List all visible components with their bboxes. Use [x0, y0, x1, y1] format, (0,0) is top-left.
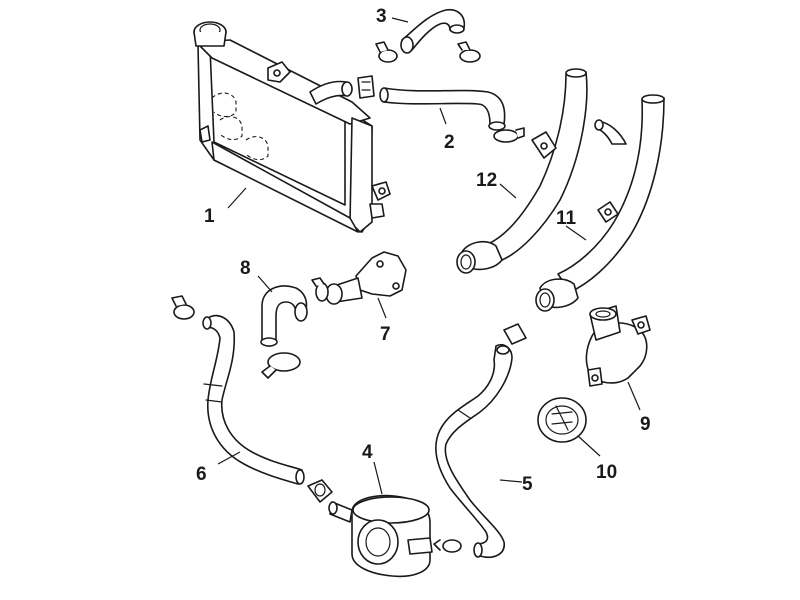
- leader-2: [439, 107, 447, 125]
- hose-clamp-upper-right: [457, 41, 481, 63]
- callout-10: 10: [596, 462, 617, 483]
- callout-12: 12: [476, 170, 497, 191]
- leader-3: [391, 17, 409, 23]
- thermostat-housing: [585, 305, 651, 387]
- hose-clamp-elbow: [261, 352, 301, 379]
- long-hose: [435, 343, 513, 558]
- hose-clamp-pipe-end: [493, 127, 525, 143]
- oil-cooler: [328, 494, 433, 578]
- outlet-flange: [325, 251, 407, 305]
- leader-12: [499, 183, 517, 199]
- coolant-pipe-branched: [535, 94, 665, 312]
- hose-clamp-cooler: [433, 539, 462, 553]
- leader-lines: [217, 17, 641, 495]
- leader-1: [227, 187, 247, 209]
- small-hose-upper: [400, 8, 466, 54]
- callout-5: 5: [522, 474, 533, 495]
- radiator-hose: [379, 87, 506, 131]
- leader-9: [627, 381, 641, 411]
- coolant-pipe-long: [456, 68, 588, 274]
- leader-7: [377, 297, 387, 319]
- callout-6: 6: [196, 464, 207, 485]
- hose-clamp-lower-bottom: [307, 479, 333, 503]
- hose-clamp-lower-top: [171, 295, 195, 320]
- callout-8: 8: [240, 258, 251, 279]
- leader-5: [499, 479, 523, 483]
- leader-8: [257, 275, 273, 293]
- callout-1: 1: [204, 206, 215, 227]
- callout-4: 4: [362, 442, 373, 463]
- lower-hose: [202, 314, 305, 485]
- hose-clamp-flange: [311, 277, 329, 302]
- thermostat: [537, 397, 587, 443]
- hose-clamp-long-top: [503, 323, 527, 345]
- callout-7: 7: [380, 324, 391, 345]
- leader-10: [577, 435, 601, 457]
- callout-11: 11: [556, 208, 577, 229]
- hose-clamp-upper-left: [375, 41, 398, 63]
- callout-3: 3: [376, 6, 387, 27]
- elbow-hose: [260, 285, 308, 347]
- leader-4: [373, 461, 383, 495]
- callout-labels: 1 2 3 4 5 6 7 8 9 10 11 12: [196, 6, 651, 495]
- radiator: [193, 21, 391, 233]
- hose-clamp-radiator-end: [357, 75, 375, 99]
- leader-6: [217, 451, 241, 465]
- callout-2: 2: [444, 132, 455, 153]
- callout-9: 9: [640, 414, 651, 435]
- leader-11: [565, 225, 587, 241]
